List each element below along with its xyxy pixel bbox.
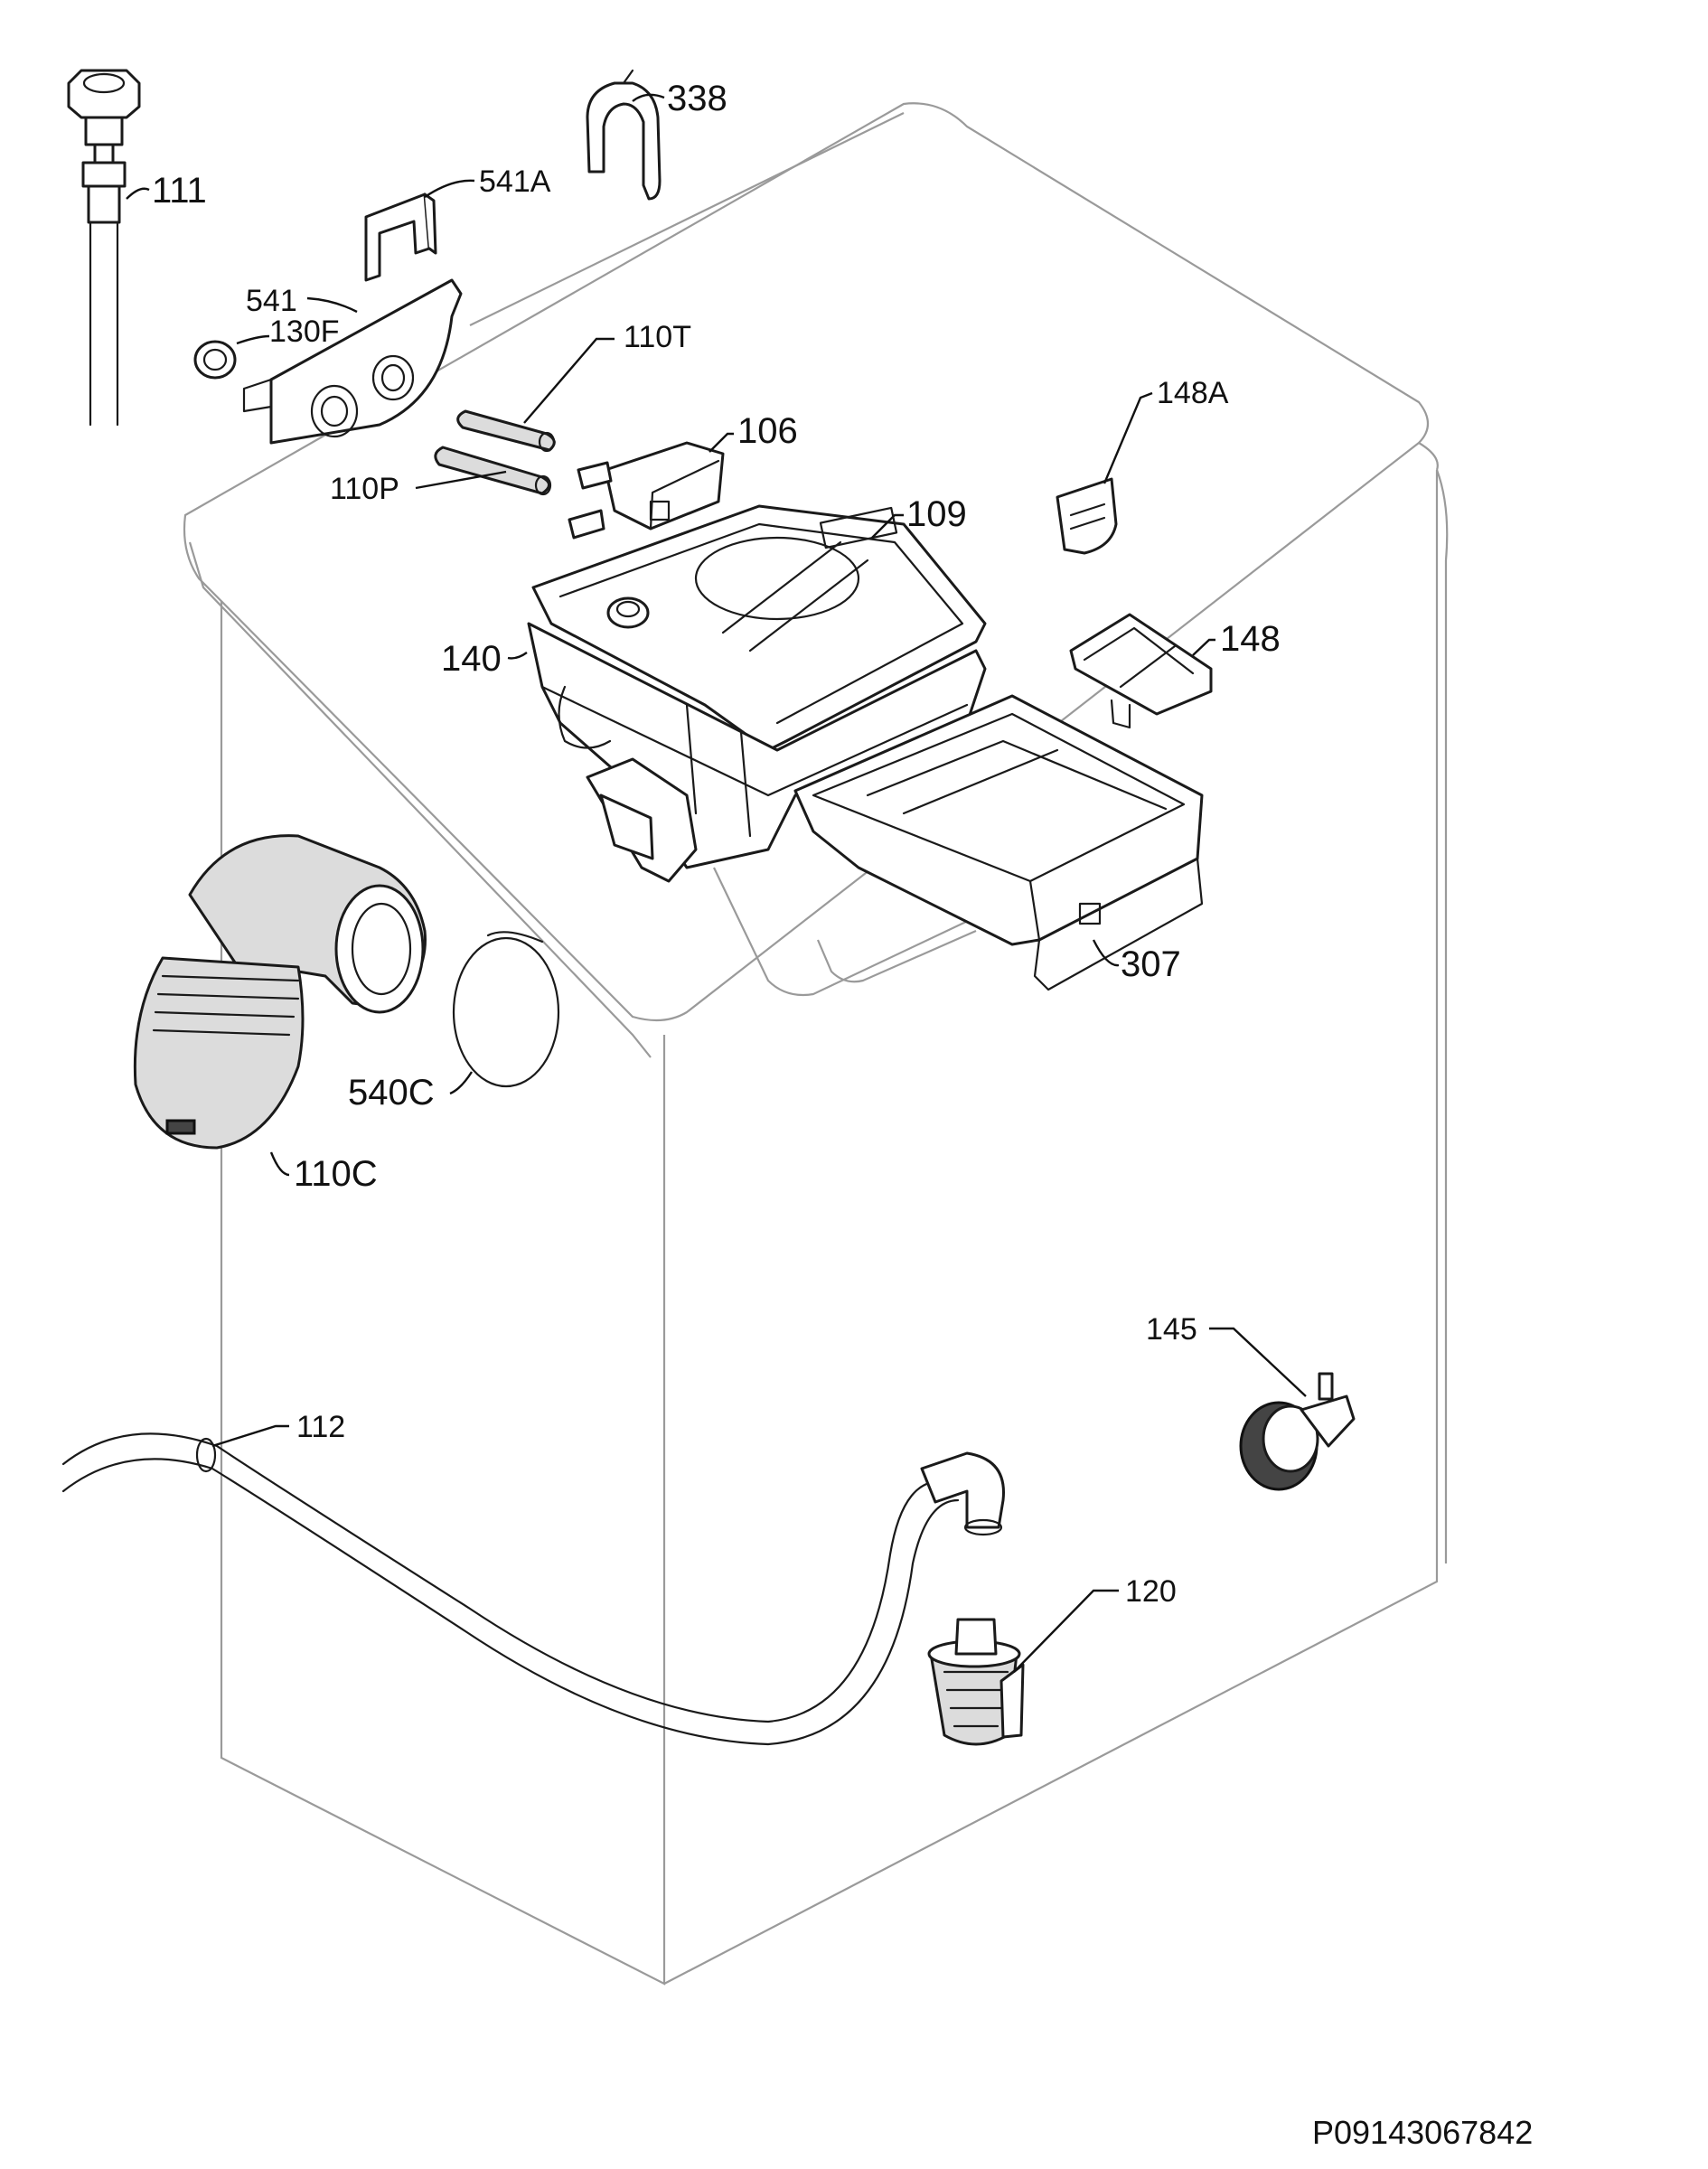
label-307: 307 [1121,944,1181,984]
part-130f-knob: 130F [193,315,340,380]
label-120: 120 [1125,1574,1177,1609]
label-130f: 130F [269,315,340,349]
label-540c: 540C [348,1073,435,1113]
label-140: 140 [441,639,502,679]
label-106: 106 [737,411,798,451]
label-541a: 541A [479,164,551,199]
label-148a: 148A [1157,376,1229,410]
part-120-filter: 120 [927,1574,1177,1746]
part-541-panel: 541 [242,278,463,445]
part-541a-bracket: 541A [364,164,551,282]
label-148: 148 [1220,619,1281,659]
part-540c-clamp: 540C [348,931,560,1113]
part-110t-tube: 110T [456,320,691,453]
part-140-housing: 140 [441,622,987,883]
cabinet-outline [183,102,1449,1986]
label-145: 145 [1146,1312,1197,1347]
label-541: 541 [246,284,297,318]
part-338-clip: 338 [586,69,727,201]
part-145-pressure-switch: 145 [1146,1312,1356,1491]
part-307-drawer: 307 [793,694,1204,991]
part-148-lever: 148 [1069,613,1281,729]
part-110p-tube: 110P [330,446,552,506]
part-110c-bellows: 110C [133,834,427,1194]
label-338: 338 [667,79,727,118]
label-112: 112 [296,1410,345,1444]
label-110c: 110C [294,1154,378,1194]
label-109: 109 [906,494,967,534]
label-111: 111 [152,171,207,211]
part-148a-clip: 148A [1056,376,1229,555]
label-110t: 110T [624,320,691,354]
document-code: P09143067842 [1312,2114,1533,2151]
label-110p: 110P [330,472,399,506]
part-109-housing: 109 [531,494,987,752]
part-112-drain-hose: 112 [61,1410,1005,1746]
part-111-inlet-hose: 111 [67,69,207,427]
part-106-valve: 106 [568,411,798,540]
